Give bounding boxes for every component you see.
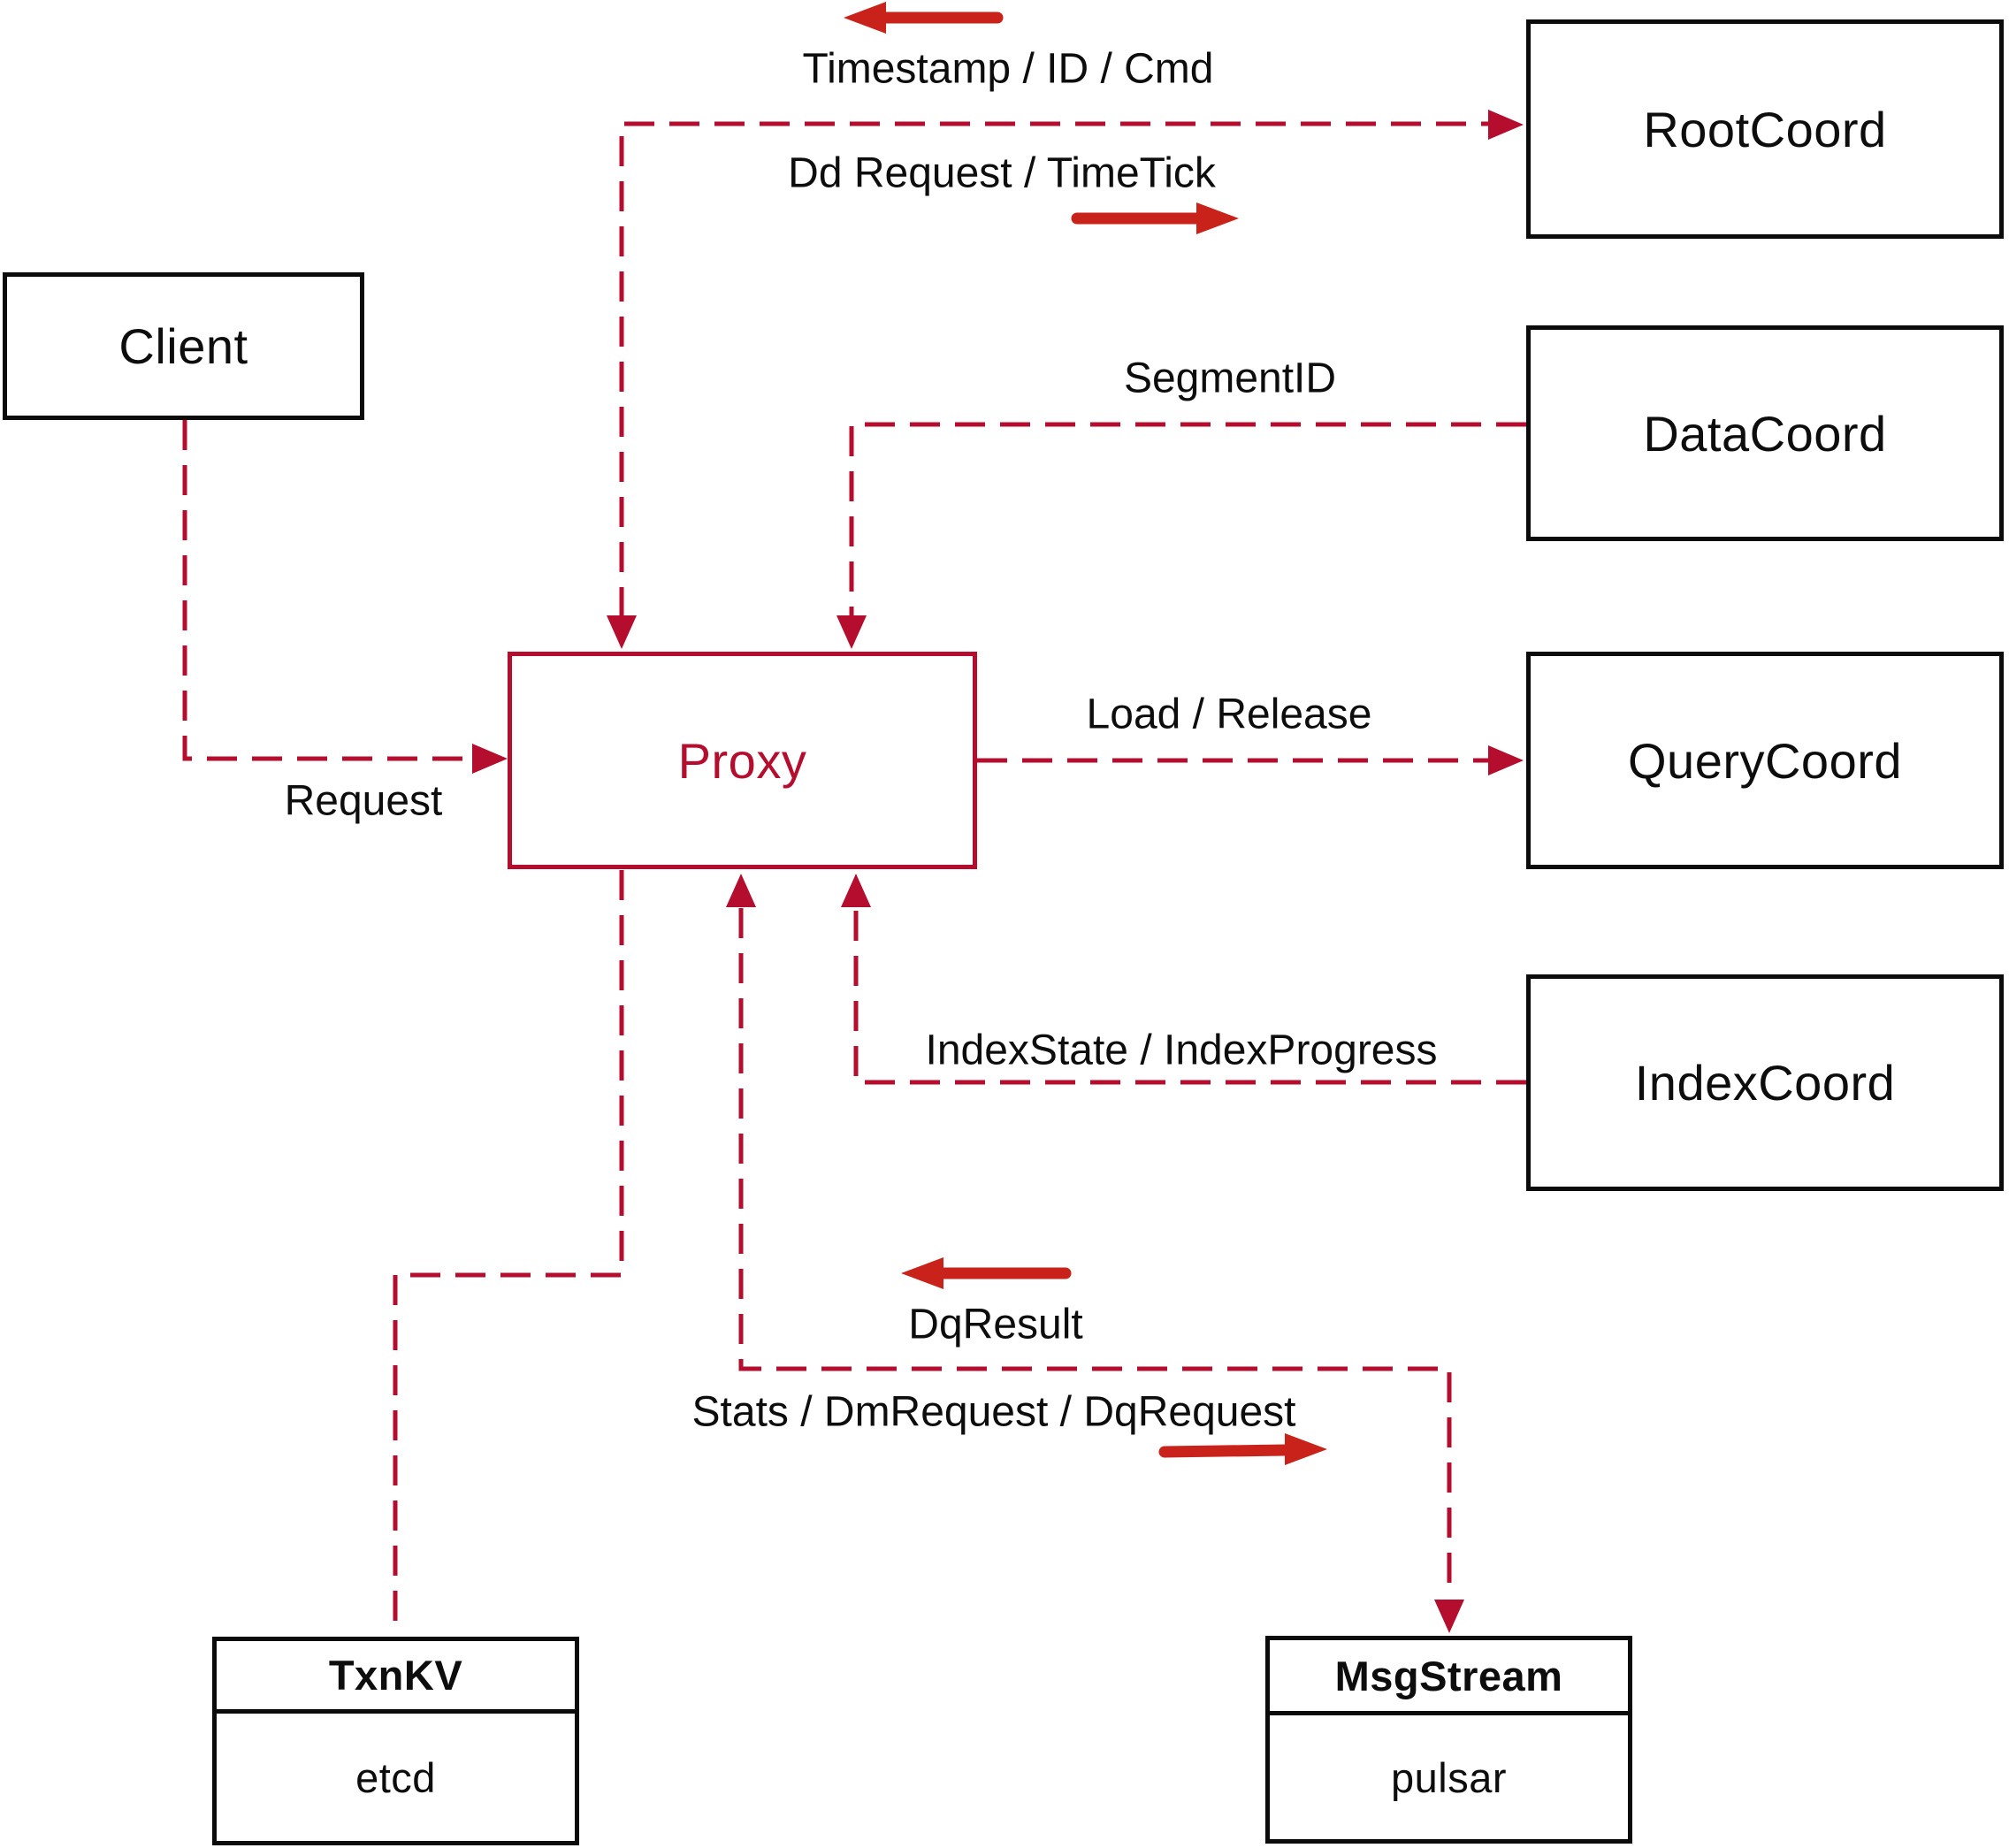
direction-arrow-left-dqresult-icon xyxy=(901,1257,1072,1289)
direction-arrow-left-top-icon xyxy=(844,2,1004,34)
edge-datacoord-proxy-line xyxy=(849,422,1526,615)
edge-proxy-msgstream-line xyxy=(738,908,1452,1598)
edge-proxy-rootcoord-line xyxy=(619,121,1488,617)
node-rootcoord-label: RootCoord xyxy=(1643,101,1887,157)
arrowhead-into-rootcoord-icon xyxy=(1488,110,1524,140)
arrowhead-into-querycoord-icon xyxy=(1488,745,1524,775)
node-txnkv-impl: etcd xyxy=(355,1753,436,1801)
node-indexcoord: IndexCoord xyxy=(1526,974,2004,1191)
edge-label-indexstate-indexprogress: IndexState / IndexProgress xyxy=(925,1027,1438,1074)
direction-arrow-right-stats-icon xyxy=(1158,1433,1327,1465)
node-client: Client xyxy=(3,272,364,420)
edge-label-stats-dmrequest-dqrequest: Stats / DmRequest / DqRequest xyxy=(691,1388,1296,1436)
edge-label-timestamp-id-cmd: Timestamp / ID / Cmd xyxy=(802,45,1214,93)
node-datacoord: DataCoord xyxy=(1526,325,2004,541)
node-msgstream: MsgStream pulsar xyxy=(1265,1636,1632,1844)
node-rootcoord: RootCoord xyxy=(1526,19,2004,239)
arrowhead-into-proxy-top-right-icon xyxy=(836,615,867,649)
arrowhead-into-proxy-left-icon xyxy=(472,744,508,774)
node-msgstream-impl: pulsar xyxy=(1390,1753,1507,1801)
node-proxy-label: Proxy xyxy=(677,732,807,789)
node-txnkv-title: TxnKV xyxy=(217,1641,575,1714)
node-querycoord-label: QueryCoord xyxy=(1627,732,1903,789)
arrowhead-into-proxy-top-left-icon xyxy=(607,615,637,649)
node-client-label: Client xyxy=(118,318,248,374)
node-querycoord: QueryCoord xyxy=(1526,652,2004,869)
node-msgstream-title: MsgStream xyxy=(1270,1640,1628,1715)
edge-label-segmentid: SegmentID xyxy=(1123,355,1337,402)
edge-client-proxy-line xyxy=(182,420,472,761)
node-txnkv: TxnKV etcd xyxy=(212,1637,579,1845)
edge-proxy-txnkv-line xyxy=(393,870,624,1636)
arrowhead-into-proxy-bottom-right-icon xyxy=(841,874,871,907)
edge-label-dd-request-timetick: Dd Request / TimeTick xyxy=(788,149,1216,197)
edge-label-dqresult: DqResult xyxy=(908,1301,1083,1348)
node-datacoord-label: DataCoord xyxy=(1643,405,1887,462)
node-indexcoord-label: IndexCoord xyxy=(1634,1055,1896,1111)
arrowhead-into-proxy-bottom-left-icon xyxy=(726,874,756,907)
edge-indexcoord-proxy-line xyxy=(853,908,1526,1085)
node-proxy: Proxy xyxy=(508,652,977,869)
edge-label-request: Request xyxy=(284,777,443,825)
edge-label-load-release: Load / Release xyxy=(1086,691,1372,738)
direction-arrow-right-top-icon xyxy=(1071,202,1239,234)
arrowhead-into-msgstream-icon xyxy=(1434,1600,1464,1633)
